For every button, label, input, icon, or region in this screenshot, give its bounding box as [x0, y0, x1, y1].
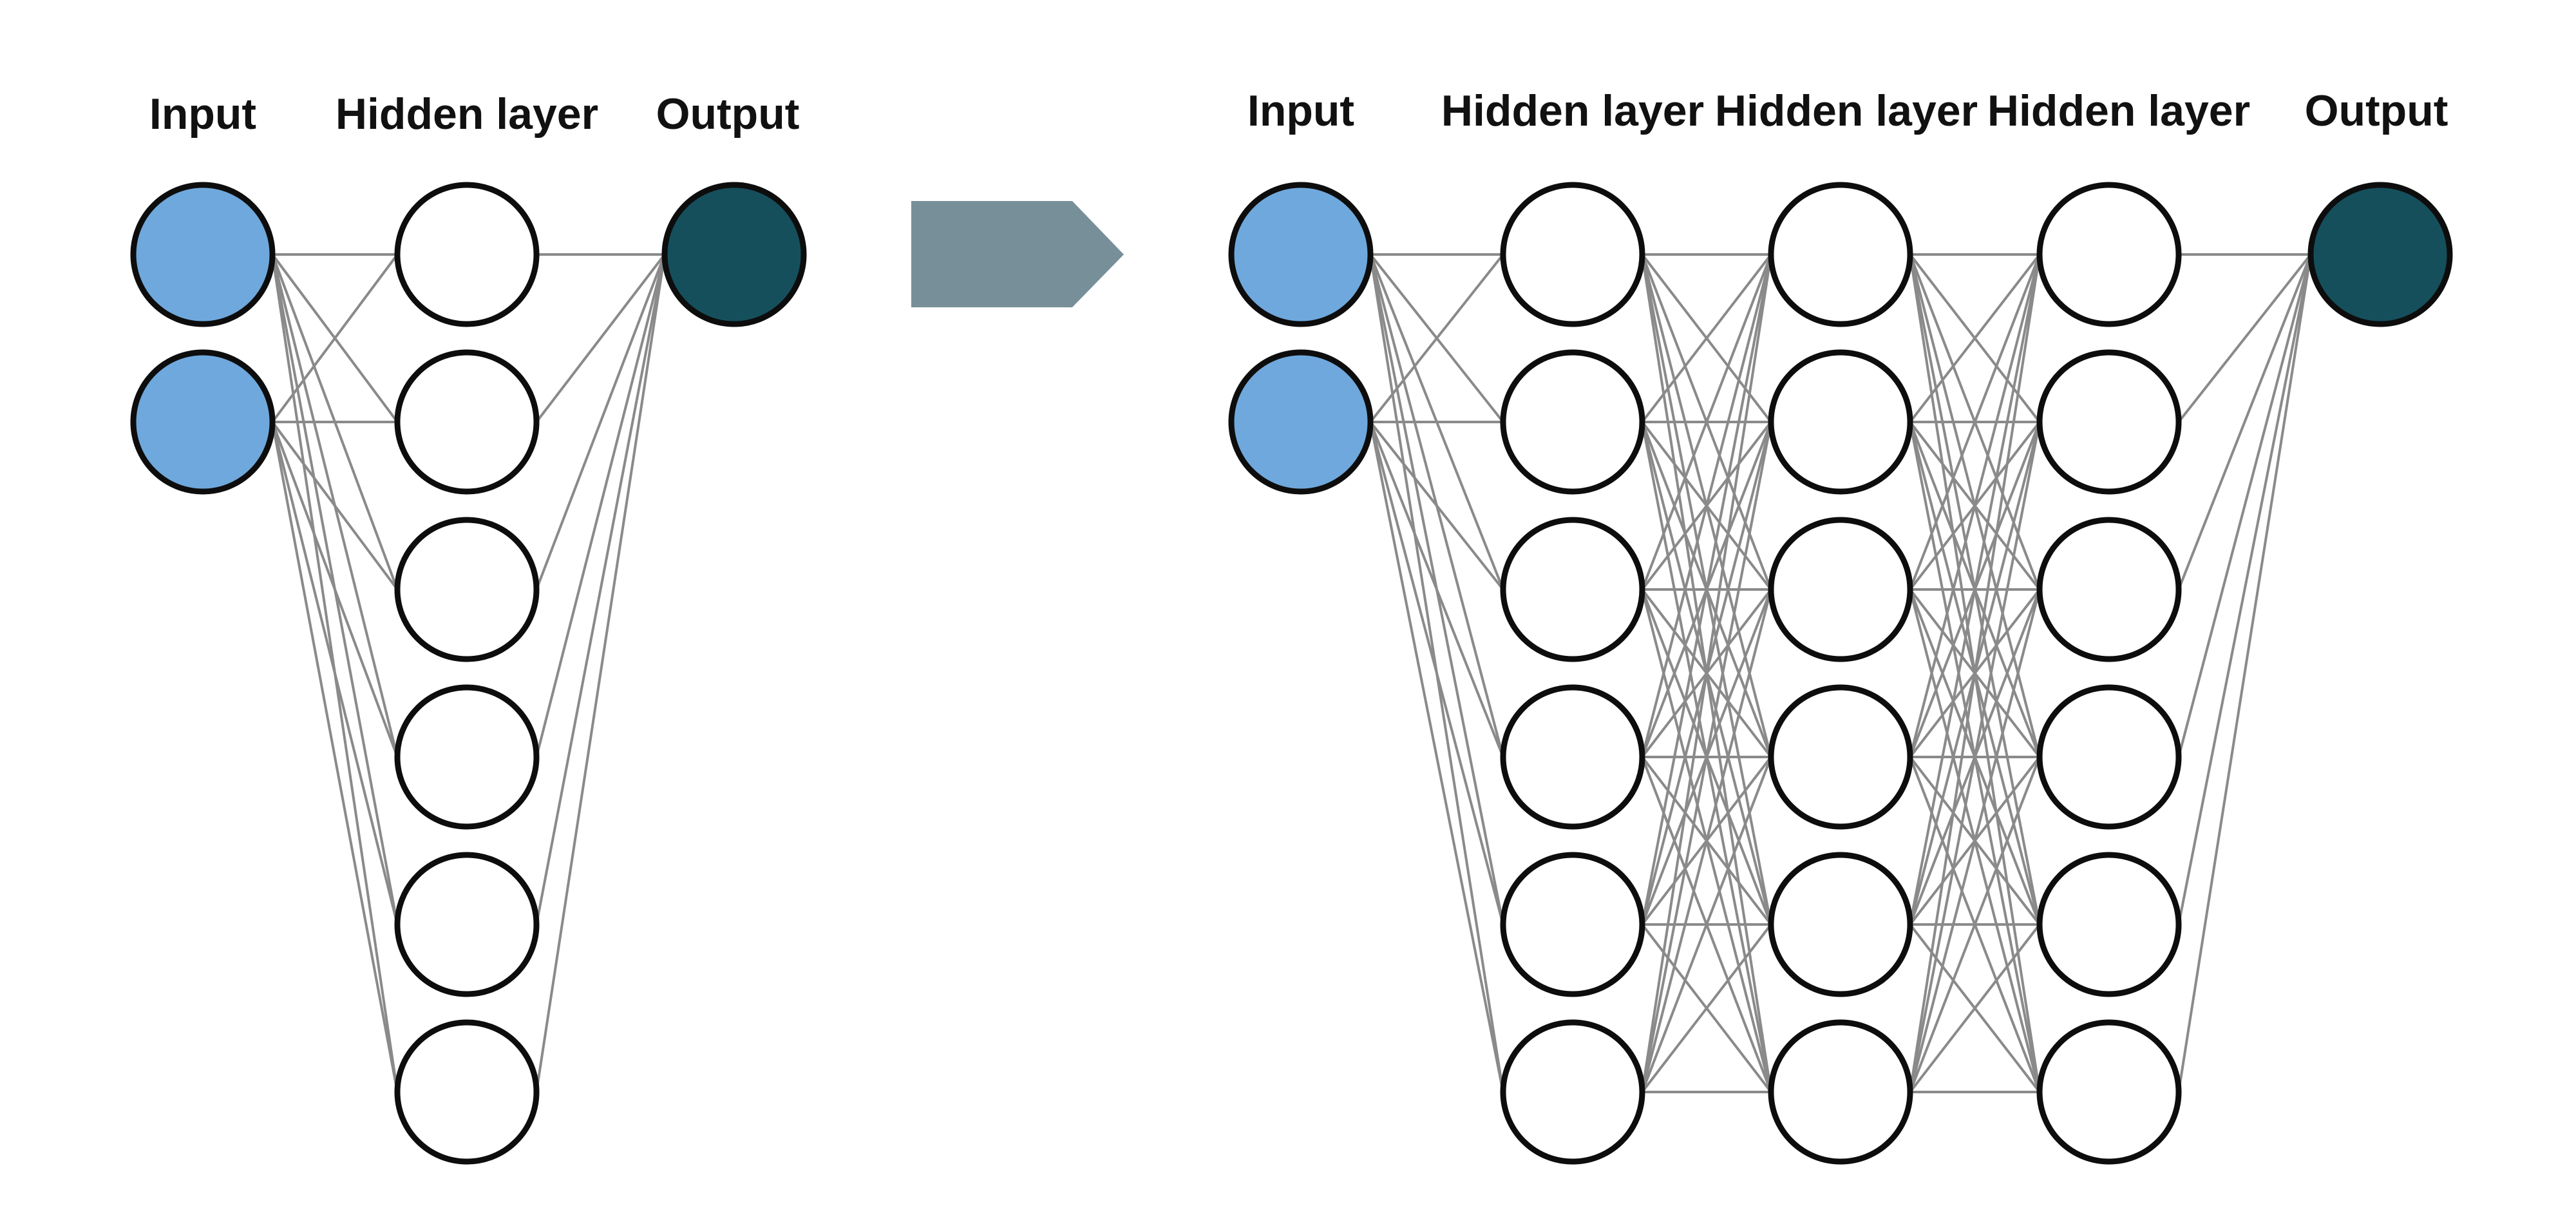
shallow-connection-l1-n5-to-n0 [535, 254, 666, 1093]
deep-output-neuron-l4-n0 [2307, 182, 2453, 327]
deep-hidden-neuron-l3-n2 [2036, 517, 2182, 662]
deep-input-neuron-l0-n0 [1228, 182, 1374, 327]
deep-connection-l2-n5-to-n4 [1909, 923, 2041, 1093]
deep-connection-l1-n1-to-n0 [1641, 253, 1772, 423]
deep-connection-l3-n2-to-n0 [2177, 254, 2312, 590]
deep-connection-l2-n1-to-n0 [1909, 253, 2041, 423]
shallow-hidden-neuron-l1-n0 [394, 182, 540, 327]
shallow-connection-l0-n1-to-n0 [271, 253, 399, 423]
deep-hidden-neuron-l1-n2 [1500, 517, 1645, 662]
shallow-input-layer-label: Input [149, 90, 256, 139]
shallow-connection-l0-n1-to-n3 [271, 421, 399, 758]
deep-hidden-neuron-l1-n3 [1500, 684, 1645, 830]
deep-hidden-neuron-l2-n5 [1768, 1019, 1913, 1165]
shallow-connection-l1-n2-to-n0 [535, 254, 666, 590]
shallow-connection-l0-n1-to-n4 [271, 421, 399, 925]
shallow-connection-l0-n1-to-n2 [271, 421, 399, 591]
deep-connection-l1-n5-to-n1 [1641, 421, 1772, 1093]
deep-connection-l3-n3-to-n0 [2177, 254, 2312, 758]
deep-connection-l2-n3-to-n0 [1909, 254, 2041, 758]
deep-hidden-layer-2-label: Hidden layer [1715, 86, 1978, 135]
deep-network-connections [1369, 253, 2312, 1093]
shallow-connection-l1-n4-to-n0 [535, 254, 666, 925]
shallow-hidden-neuron-l1-n4 [394, 852, 540, 997]
shallow-network-connections [271, 253, 666, 1093]
deep-input-neuron-l0-n1 [1228, 349, 1374, 495]
shallow-connection-l0-n1-to-n5 [271, 421, 399, 1093]
deep-output-layer-label: Output [2305, 86, 2448, 135]
shallow-network-layer-labels: Input Hidden layer Output [149, 90, 799, 139]
deep-hidden-neuron-l2-n1 [1768, 349, 1913, 495]
deep-hidden-neuron-l1-n1 [1500, 349, 1645, 495]
deep-connection-l3-n1-to-n0 [2177, 253, 2312, 423]
deep-connection-l0-n1-to-n3 [1369, 421, 1504, 758]
shallow-input-neuron-l0-n1 [130, 349, 276, 495]
deep-hidden-neuron-l2-n4 [1768, 852, 1913, 997]
right-pointing-arrow-icon [911, 201, 1124, 307]
shallow-hidden-neuron-l1-n5 [394, 1019, 540, 1165]
deep-connection-l0-n1-to-n0 [1369, 253, 1504, 423]
shallow-network-neurons [130, 182, 807, 1165]
deep-hidden-neuron-l3-n5 [2036, 1019, 2182, 1165]
deep-connection-l2-n5-to-n2 [1909, 589, 2041, 1093]
deep-connection-l1-n4-to-n0 [1641, 254, 1772, 925]
deep-connection-l2-n5-to-n3 [1909, 756, 2041, 1093]
deep-connection-l3-n4-to-n0 [2177, 254, 2312, 925]
shallow-input-neuron-l0-n0 [130, 182, 276, 327]
deep-hidden-layer-1-label: Hidden layer [1441, 86, 1704, 135]
deep-hidden-layer-3-label: Hidden layer [1987, 86, 2250, 135]
shallow-hidden-neuron-l1-n3 [394, 684, 540, 830]
deep-hidden-neuron-l1-n0 [1500, 182, 1645, 327]
shallow-output-neuron-l2-n0 [661, 182, 807, 327]
shallow-network: Input Hidden layer Output [130, 90, 807, 1165]
deep-hidden-neuron-l3-n0 [2036, 182, 2182, 327]
deep-connection-l2-n4-to-n0 [1909, 254, 2041, 925]
shallow-hidden-neuron-l1-n2 [394, 517, 540, 662]
deep-connection-l1-n5-to-n0 [1641, 254, 1772, 1093]
deep-connection-l2-n5-to-n0 [1909, 254, 2041, 1093]
deep-hidden-neuron-l3-n1 [2036, 349, 2182, 495]
deep-hidden-neuron-l2-n2 [1768, 517, 1913, 662]
deep-hidden-neuron-l3-n4 [2036, 852, 2182, 997]
deep-hidden-neuron-l1-n5 [1500, 1019, 1645, 1165]
deep-connection-l0-n1-to-n2 [1369, 421, 1504, 591]
shallow-hidden-neuron-l1-n1 [394, 349, 540, 495]
deep-connection-l2-n2-to-n0 [1909, 254, 2041, 590]
deep-connection-l1-n5-to-n3 [1641, 756, 1772, 1093]
deep-connection-l1-n3-to-n0 [1641, 254, 1772, 758]
deep-connection-l2-n5-to-n1 [1909, 421, 2041, 1093]
deep-hidden-neuron-l2-n0 [1768, 182, 1913, 327]
shallow-connection-l1-n3-to-n0 [535, 254, 666, 758]
deep-network: Input Hidden layer Hidden layer Hidden l… [1228, 86, 2453, 1165]
deep-network-layer-labels: Input Hidden layer Hidden layer Hidden l… [1247, 86, 2448, 135]
deep-connection-l1-n5-to-n2 [1641, 589, 1772, 1093]
deep-connection-l3-n5-to-n0 [2177, 254, 2312, 1093]
deep-connection-l0-n1-to-n5 [1369, 421, 1504, 1093]
deep-connection-l0-n1-to-n4 [1369, 421, 1504, 925]
deep-hidden-neuron-l2-n3 [1768, 684, 1913, 830]
deep-connection-l1-n2-to-n0 [1641, 254, 1772, 590]
deep-network-neurons [1228, 182, 2453, 1165]
deep-hidden-neuron-l1-n4 [1500, 852, 1645, 997]
shallow-output-layer-label: Output [656, 90, 800, 139]
deep-input-layer-label: Input [1247, 86, 1354, 135]
shallow-hidden-layer-label: Hidden layer [336, 90, 598, 139]
deep-hidden-neuron-l3-n3 [2036, 684, 2182, 830]
shallow-connection-l1-n1-to-n0 [535, 253, 666, 423]
deep-connection-l1-n5-to-n4 [1641, 923, 1772, 1093]
